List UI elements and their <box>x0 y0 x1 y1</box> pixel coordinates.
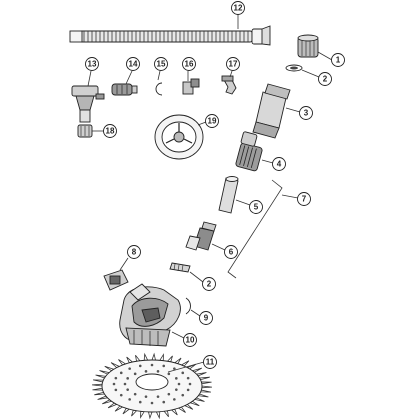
callout-14: 14 <box>126 57 140 71</box>
callout-7: 7 <box>297 192 311 206</box>
callout-label: 12 <box>234 4 243 13</box>
part-hose <box>69 25 271 46</box>
callout-label: 9 <box>204 314 209 323</box>
callout-13: 13 <box>85 57 99 71</box>
callout-8: 8 <box>127 245 141 259</box>
part-weight <box>111 83 138 96</box>
part-coupling <box>252 83 291 139</box>
callout-label: 8 <box>132 248 137 257</box>
part-elbow <box>221 75 237 95</box>
part-curved-clip <box>185 297 191 315</box>
part-c-clip <box>155 82 163 96</box>
callout-label: 7 <box>302 195 307 204</box>
callout-2-lower: 2 <box>202 277 216 291</box>
callout-4: 4 <box>272 157 286 171</box>
callout-10: 10 <box>183 333 197 347</box>
callout-label: 11 <box>206 358 215 367</box>
part-washer-upper <box>285 64 303 72</box>
callout-label: 15 <box>157 60 166 69</box>
callout-label: 16 <box>185 60 194 69</box>
part-deflector-wheel <box>154 114 204 160</box>
part-swivel <box>235 131 263 172</box>
part-top-nut <box>297 34 319 58</box>
part-skimmer-adapter <box>71 85 105 123</box>
part-connector <box>77 124 93 138</box>
callout-1: 1 <box>331 53 345 67</box>
part-tube <box>218 176 239 214</box>
callout-label: 13 <box>88 60 97 69</box>
part-cleaner-body <box>119 283 181 347</box>
callout-label: 2 <box>207 280 212 289</box>
part-washer-lower <box>169 262 191 273</box>
callout-16: 16 <box>182 57 196 71</box>
callout-19: 19 <box>205 114 219 128</box>
callout-9: 9 <box>199 311 213 325</box>
part-disc-skirt <box>91 352 213 420</box>
callout-18: 18 <box>103 124 117 138</box>
callout-5: 5 <box>249 200 263 214</box>
callout-11: 11 <box>203 355 217 369</box>
callout-2-upper: 2 <box>318 72 332 86</box>
callout-label: 3 <box>304 109 309 118</box>
part-wedge <box>185 221 217 251</box>
callout-label: 5 <box>254 203 259 212</box>
callout-17: 17 <box>226 57 240 71</box>
callout-12: 12 <box>231 1 245 15</box>
callout-label: 14 <box>129 60 138 69</box>
part-side-cap <box>103 269 129 291</box>
callout-6: 6 <box>224 245 238 259</box>
callout-label: 4 <box>277 160 282 169</box>
callout-label: 6 <box>229 248 234 257</box>
callout-15: 15 <box>154 57 168 71</box>
callout-label: 17 <box>229 60 238 69</box>
part-fitting-16 <box>182 78 200 95</box>
callout-label: 10 <box>186 336 195 345</box>
callout-label: 1 <box>336 56 341 65</box>
callout-label: 19 <box>208 117 217 126</box>
callout-3: 3 <box>299 106 313 120</box>
callout-label: 2 <box>323 75 328 84</box>
bracket-7 <box>227 179 283 279</box>
callout-label: 18 <box>106 127 115 136</box>
